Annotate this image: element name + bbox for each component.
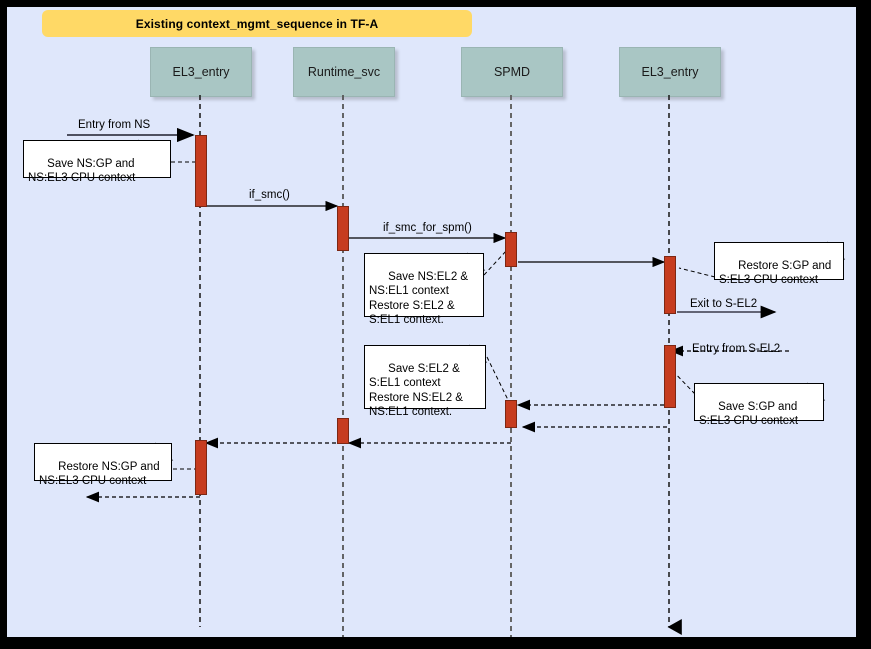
- sequence-diagram-canvas: Existing context_mgmt_sequence in TF-A E…: [7, 7, 856, 637]
- note-text: Restore S:GP and S:EL3 CPU context: [719, 260, 832, 287]
- note-save-s-gp-el3-context: Save S:GP and S:EL3 CPU context: [694, 383, 824, 427]
- note-save-ns-el2-restore-s-el2: Save NS:EL2 & NS:EL1 context Restore S:E…: [364, 253, 484, 326]
- message-label-if-smc: if_smc(): [249, 189, 290, 201]
- lifeline-head-spmd[interactable]: SPMD: [461, 47, 563, 97]
- note-leader-2: [483, 249, 508, 276]
- note-save-s-el2-restore-ns-el2: Save S:EL2 & S:EL1 context Restore NS:EL…: [364, 345, 486, 418]
- note-restore-ns-gp-el3-context: Restore NS:GP and NS:EL3 CPU context: [34, 443, 172, 487]
- note-restore-s-gp-el3-context: Restore S:GP and S:EL3 CPU context: [714, 242, 844, 286]
- activation-el3-entry-right-1: [664, 256, 676, 314]
- activation-el3-entry-left-2: [195, 440, 207, 495]
- activation-runtime-svc-2: [337, 418, 349, 444]
- message-label-exit-to-s-el2: Exit to S-EL2: [690, 298, 758, 310]
- note-text: Save NS:GP and NS:EL3 CPU context: [28, 158, 136, 185]
- note-text: Save S:EL2 & S:EL1 context Restore NS:EL…: [369, 363, 463, 418]
- note-text: Save S:GP and S:EL3 CPU context: [699, 401, 799, 428]
- activation-runtime-svc-1: [337, 206, 349, 251]
- page-title: Existing context_mgmt_sequence in TF-A: [135, 16, 379, 31]
- lifeline-head-el3-entry-left[interactable]: EL3_entry: [150, 47, 252, 97]
- note-save-ns-gp-el3-context: Save NS:GP and NS:EL3 CPU context: [23, 140, 171, 184]
- lifeline-label: EL3_entry: [641, 65, 699, 79]
- note-text: Save NS:EL2 & NS:EL1 context Restore S:E…: [369, 271, 469, 326]
- note-leader-3: [678, 267, 716, 278]
- activation-spmd-2: [505, 400, 517, 428]
- diagram-vector-layer: [67, 95, 846, 637]
- activation-el3-entry-left-1: [195, 135, 207, 207]
- message-label-entry-from-s-el2: Entry from S-EL2: [692, 343, 781, 355]
- message-label-entry-from-ns: Entry from NS: [78, 119, 151, 131]
- lifeline-head-el3-entry-right[interactable]: EL3_entry: [619, 47, 721, 97]
- activation-el3-entry-right-2: [664, 345, 676, 408]
- lifeline-head-runtime-svc[interactable]: Runtime_svc: [293, 47, 395, 97]
- lifeline-label: Runtime_svc: [307, 65, 381, 79]
- diagram-title-banner: Existing context_mgmt_sequence in TF-A: [42, 10, 472, 37]
- note-leader-4: [486, 356, 511, 405]
- lifeline-label: EL3_entry: [172, 65, 230, 79]
- activation-spmd-1: [505, 232, 517, 267]
- message-label-if-smc-for-spm: if_smc_for_spm(): [383, 222, 472, 234]
- note-text: Restore NS:GP and NS:EL3 CPU context: [39, 461, 160, 488]
- lifeline-label: SPMD: [493, 65, 531, 79]
